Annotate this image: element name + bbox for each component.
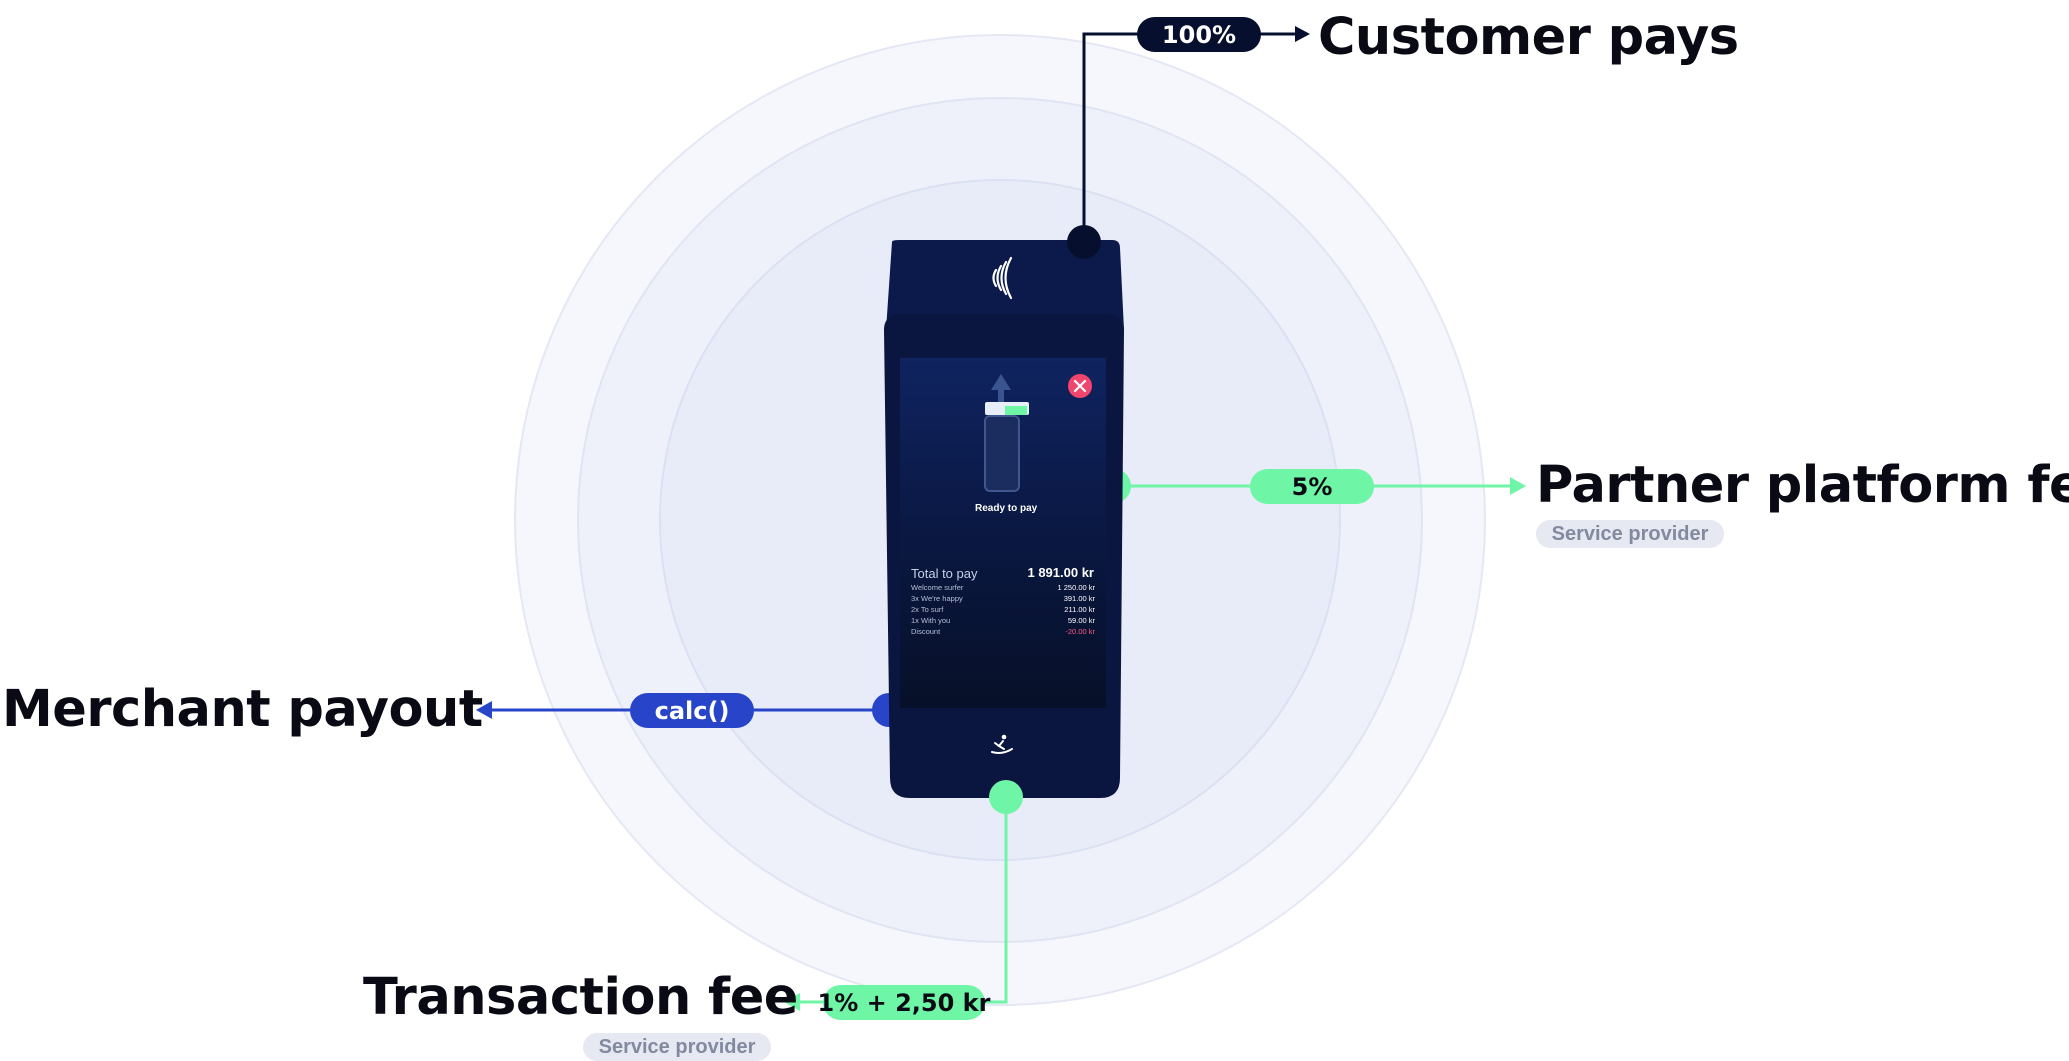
partner-fee-service-provider-tag: Service provider [1536, 520, 1724, 548]
customer-pays-label: Customer pays [1318, 8, 1739, 67]
contactless-icon [992, 256, 1013, 300]
receipt-item-value: 1 250.00 kr [1057, 583, 1095, 592]
receipt-item-name: 3x We're happy [911, 594, 963, 603]
receipt-row: 2x To surf 211.00 kr [911, 605, 1095, 616]
terminal-top [886, 240, 1124, 330]
merchant-payout-arrowhead [476, 701, 492, 719]
receipt-item-name: Discount [911, 627, 941, 636]
customer-pays-arrowhead [1295, 26, 1310, 42]
customer-pays-node [1067, 225, 1101, 259]
partner-platform-fee-label: Partner platform fee [1536, 456, 2069, 515]
transaction-fee-arrowhead [784, 993, 800, 1011]
receipt-item-name: Welcome surfer [911, 583, 964, 592]
receipt-item-name: 2x To surf [911, 605, 944, 614]
surfer-icon [991, 734, 1013, 754]
receipt-item-name: 1x With you [911, 616, 951, 625]
merchant-payout-label: Merchant payout [2, 680, 483, 739]
receipt-item-value: 211.00 kr [1064, 605, 1095, 614]
transaction-fee-service-provider-tag: Service provider [583, 1033, 771, 1061]
partner-fee-pill: 5% [1250, 469, 1374, 504]
total-label: Total to pay [911, 566, 978, 581]
partner-fee-arrowhead [1510, 477, 1526, 495]
transaction-fee-pill: 1% + 2,50 kr [818, 985, 990, 1020]
terminal-status: Ready to pay [975, 503, 1038, 514]
phone-icon [984, 415, 1020, 492]
total-value: 1 891.00 kr [1027, 565, 1094, 580]
receipt-row: Welcome surfer 1 250.00 kr [911, 583, 1095, 594]
receipt-row: 3x We're happy 391.00 kr [911, 594, 1095, 605]
customer-pays-pill: 100% [1137, 17, 1261, 52]
receipt-row: 1x With you 59.00 kr [911, 616, 1095, 627]
arrow-up-icon [991, 374, 1011, 407]
receipt-row: Discount -20.00 kr [911, 627, 1095, 638]
customer-pays-connector [1082, 32, 1140, 242]
close-icon[interactable] [1068, 374, 1092, 398]
receipt-item-value: -20.00 kr [1065, 627, 1095, 636]
merchant-payout-pill: calc() [630, 693, 754, 728]
transaction-fee-node [989, 780, 1023, 814]
receipt-item-value: 59.00 kr [1067, 616, 1095, 625]
card-stripe [1005, 406, 1027, 415]
payment-terminal [884, 240, 1124, 798]
transaction-fee-label: Transaction fee [363, 968, 798, 1027]
receipt-item-value: 391.00 kr [1063, 594, 1095, 603]
